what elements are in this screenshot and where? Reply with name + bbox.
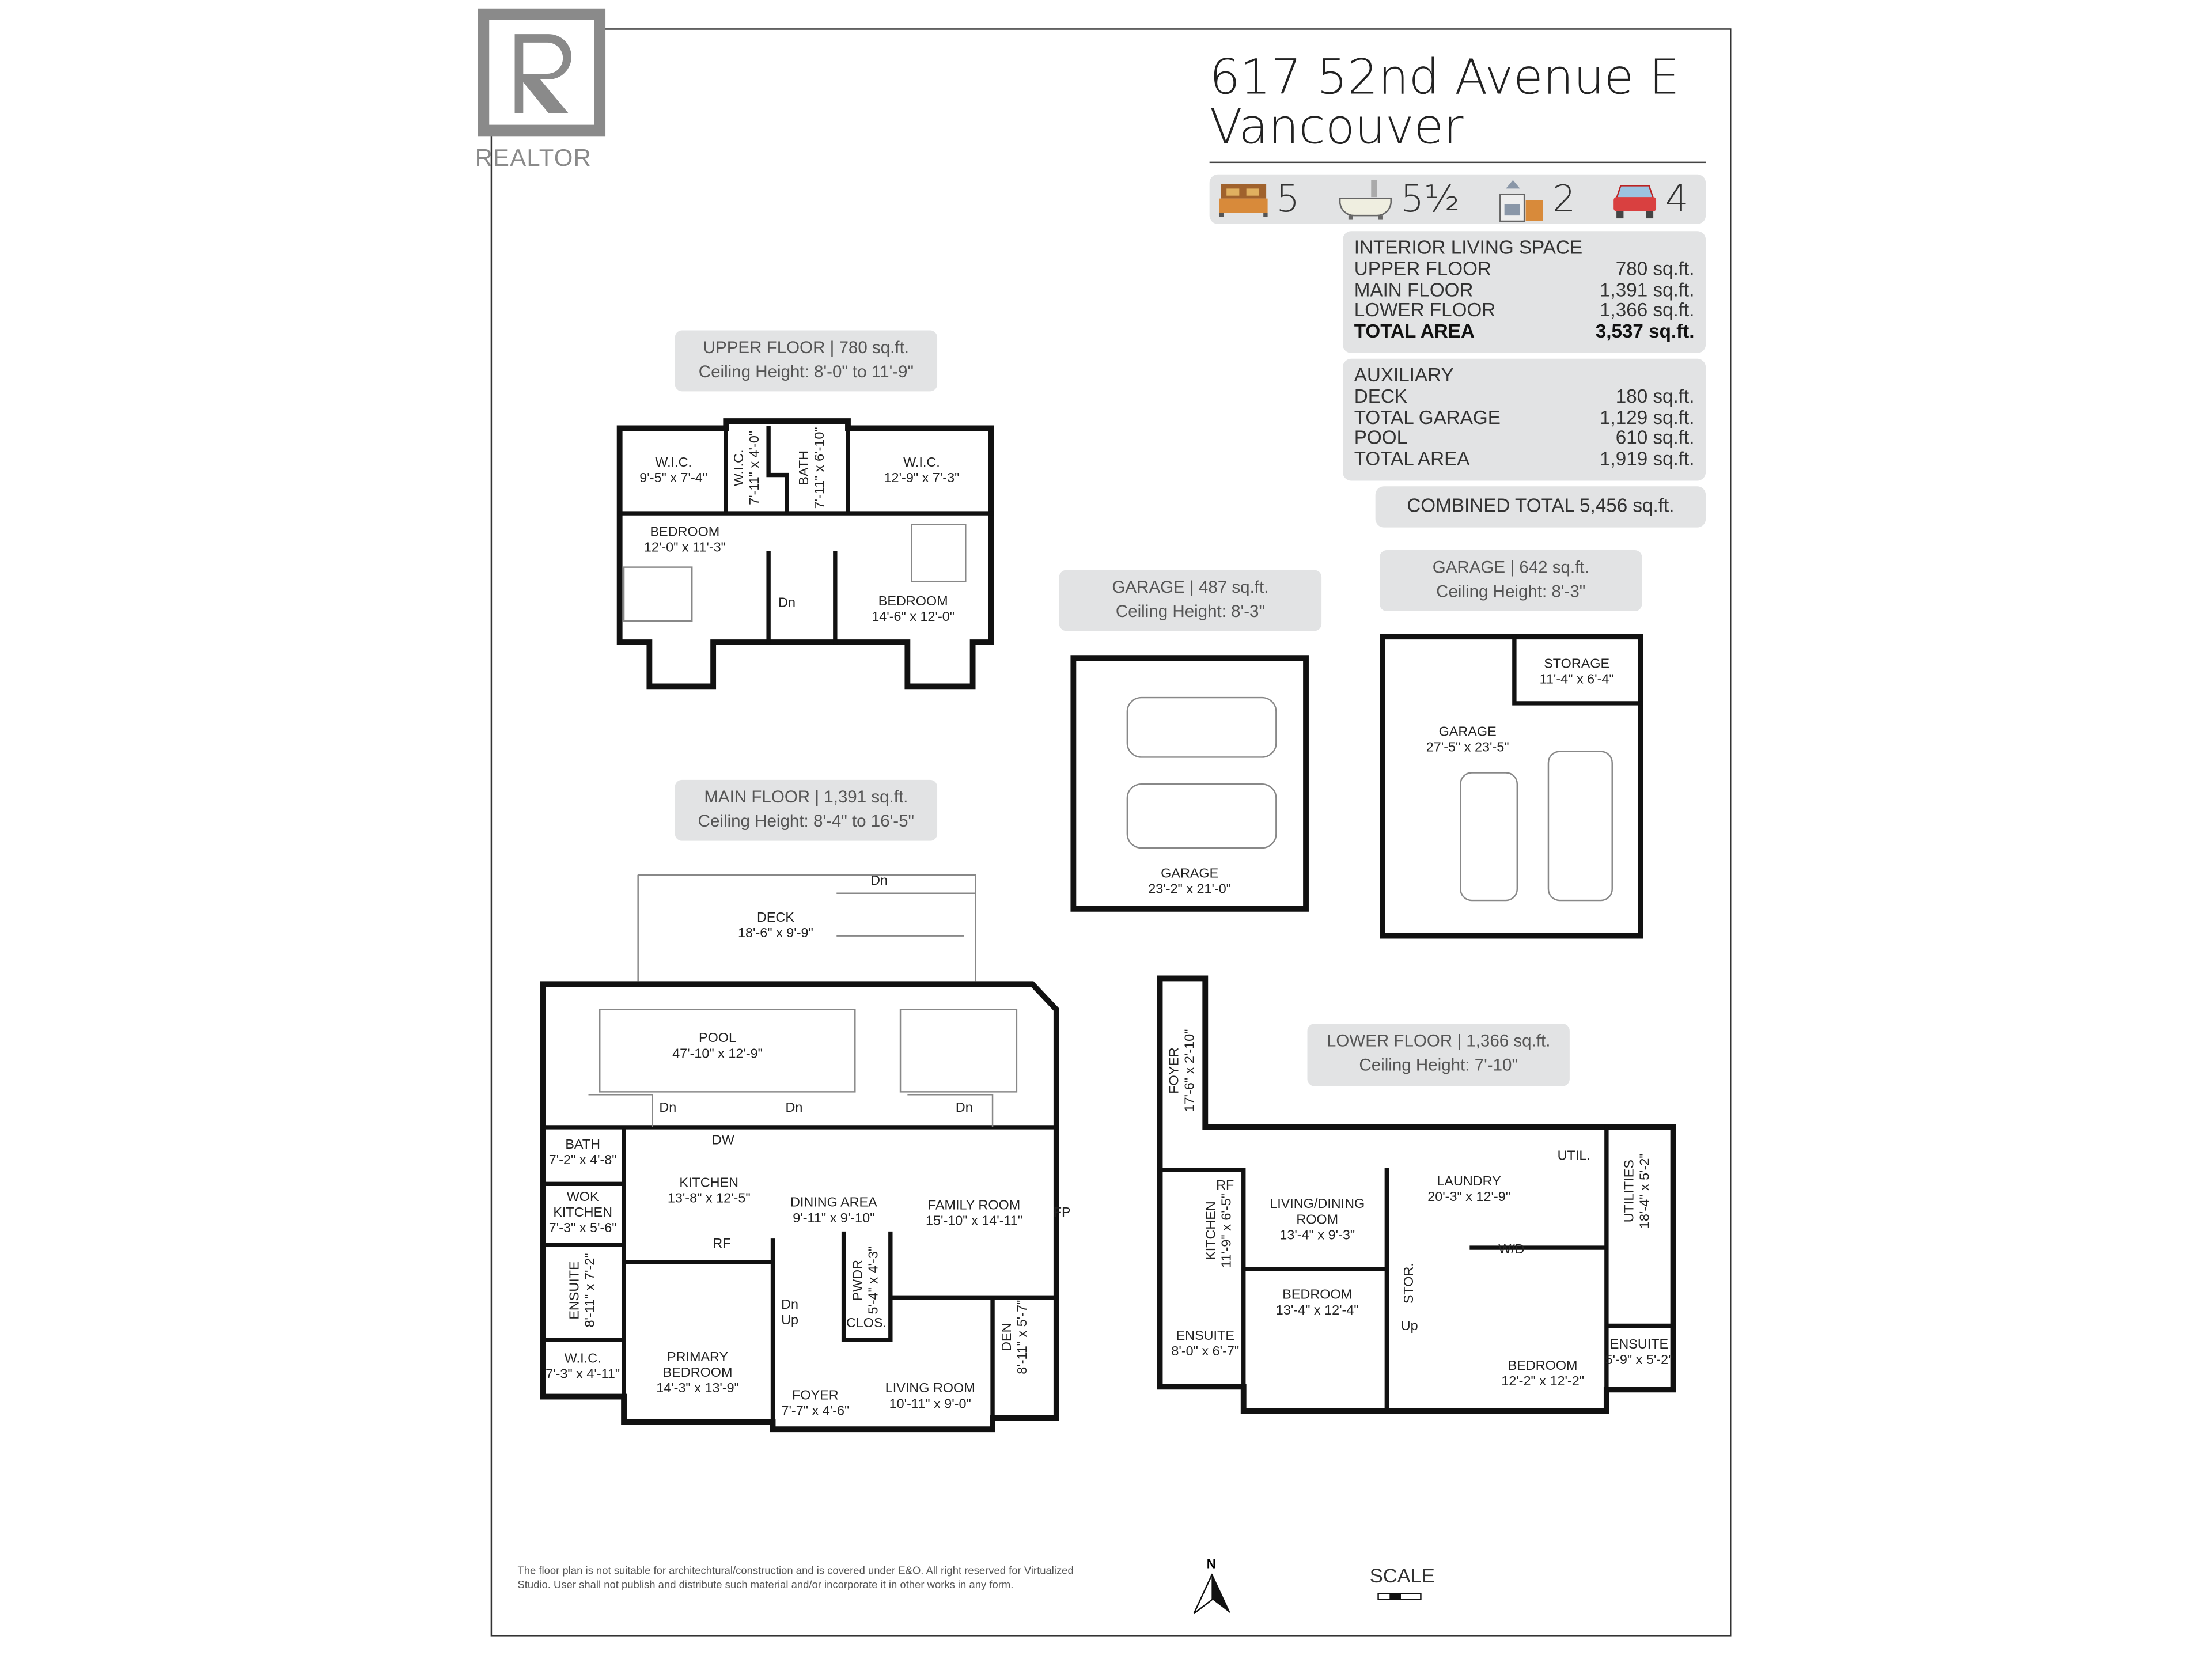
appliance-label: W/D xyxy=(1498,1242,1525,1258)
disclaimer: The floor plan is not suitable for archi… xyxy=(517,1564,1074,1591)
car-icon xyxy=(1614,184,1657,218)
kitchen-icon xyxy=(1499,179,1543,221)
feature-bedrooms: 5 xyxy=(1218,178,1300,221)
north-label: N xyxy=(1206,1556,1216,1571)
page-frame xyxy=(490,28,1732,1637)
main-floor-label: MAIN FLOOR | 1,391 sq.ft.Ceiling Height:… xyxy=(675,779,938,841)
bed-icon xyxy=(1219,183,1268,217)
feature-parking: 4 xyxy=(1613,178,1689,221)
room-label: STOR. xyxy=(1402,1263,1418,1304)
stair-label: Up xyxy=(1400,1319,1418,1335)
upper-floor-label: UPPER FLOOR | 780 sq.ft.Ceiling Height: … xyxy=(675,330,938,392)
property-address: 617 52nd Avenue E Vancouver xyxy=(1209,50,1680,156)
stair-label: Dn xyxy=(785,1100,803,1116)
room-label: UTIL. xyxy=(1557,1148,1590,1164)
room-label: W.I.C.7'-3" x 4'-11" xyxy=(546,1351,620,1382)
room-label: W.I.C.7'-11" x 4'-0" xyxy=(732,430,763,505)
garage-487-label: GARAGE | 487 sq.ft.Ceiling Height: 8'-3" xyxy=(1059,570,1322,631)
stair-label: Dn xyxy=(778,595,796,611)
divider xyxy=(1209,161,1706,164)
bathtub-icon xyxy=(1339,179,1392,219)
room-label: W.I.C.12'-9" x 7'-3" xyxy=(884,455,960,487)
stair-label: Up xyxy=(781,1313,799,1329)
features-bar: 5 5½ 2 4 xyxy=(1209,174,1706,224)
north-arrow xyxy=(1193,1573,1231,1615)
appliance-label: RF xyxy=(1216,1178,1234,1194)
combined-total: COMBINED TOTAL 5,456 sq.ft. xyxy=(1375,486,1706,528)
room-label: W.I.C.9'-5" x 7'-4" xyxy=(639,455,708,487)
stair-label: Dn xyxy=(659,1100,677,1116)
realtor-logo: REALTOR xyxy=(475,8,617,173)
stair-label: Dn xyxy=(870,873,888,889)
lower-floor-label: LOWER FLOOR | 1,366 sq.ft.Ceiling Height… xyxy=(1307,1024,1570,1086)
garage-642-label: GARAGE | 642 sq.ft.Ceiling Height: 8'-3" xyxy=(1380,550,1642,611)
feature-bathrooms: 5½ xyxy=(1337,178,1460,221)
appliance-label: RF xyxy=(713,1236,731,1252)
stair-label: Dn xyxy=(781,1297,799,1313)
scale-label: SCALE xyxy=(1369,1564,1435,1587)
room-label: CLOS. xyxy=(846,1316,887,1332)
stair-label: Dn xyxy=(955,1100,973,1116)
feature-kitchens: 2 xyxy=(1497,176,1575,222)
appliance-label: DW xyxy=(711,1132,734,1149)
scale-bar xyxy=(1377,1593,1422,1600)
fireplace-label: FP xyxy=(1053,1205,1071,1221)
